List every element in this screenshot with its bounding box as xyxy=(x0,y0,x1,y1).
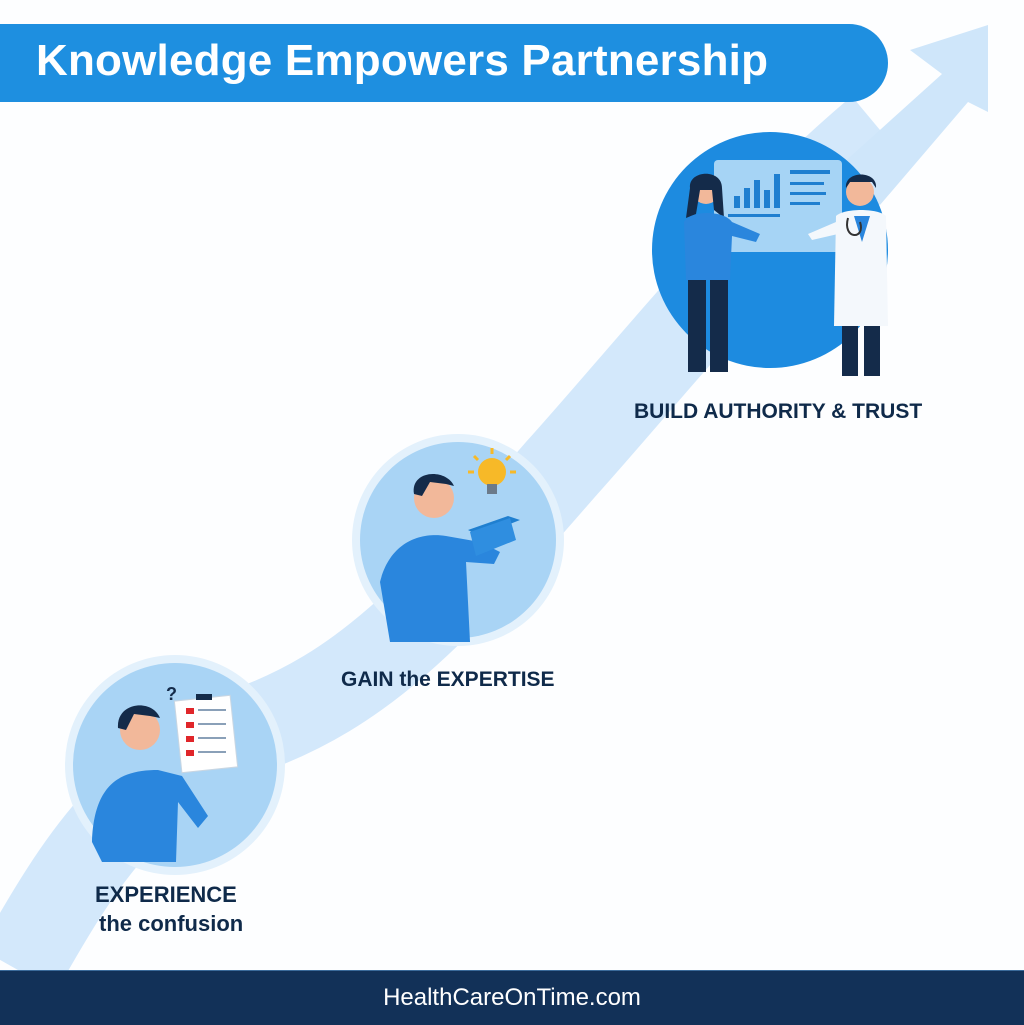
step-label-trust: BUILD AUTHORITY & TRUST xyxy=(634,400,923,423)
illustration-gain xyxy=(352,434,564,646)
footer-bar xyxy=(0,970,1024,1025)
title-banner xyxy=(0,24,888,102)
step-label-gain: GAIN the EXPERTISE xyxy=(341,668,555,691)
clipboard-icon xyxy=(173,694,239,774)
lightbulb-icon xyxy=(478,458,506,486)
illustration-trust xyxy=(652,132,888,376)
step-label-experience-line1: EXPERIENCE xyxy=(95,882,237,907)
footer-website-link[interactable]: HealthCareOnTime.com xyxy=(383,984,641,1011)
question-mark-icon: ? xyxy=(166,684,177,704)
illustration-experience: ? xyxy=(65,655,285,875)
step-label-experience-line2: the confusion xyxy=(99,911,244,936)
page-title: Knowledge Empowers Partnership xyxy=(36,36,769,85)
